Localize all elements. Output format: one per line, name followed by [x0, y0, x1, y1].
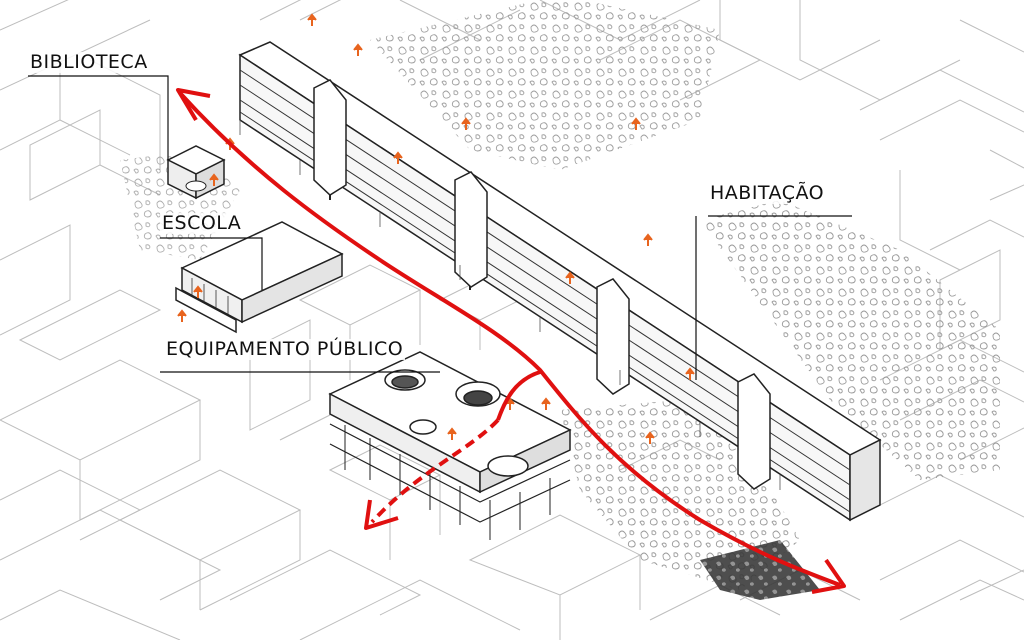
- label-biblioteca: BIBLIOTECA: [28, 51, 150, 73]
- label-leaders: [28, 75, 852, 380]
- route-main: [176, 88, 846, 594]
- public-facility: [328, 351, 572, 540]
- access-markers: [177, 13, 695, 444]
- route-branch: [364, 370, 541, 530]
- housing-block: [238, 41, 882, 522]
- label-equipamento-publico: EQUIPAMENTO PÚBLICO: [164, 338, 406, 360]
- label-habitacao: HABITAÇÃO: [708, 182, 827, 204]
- label-escola: ESCOLA: [160, 212, 244, 234]
